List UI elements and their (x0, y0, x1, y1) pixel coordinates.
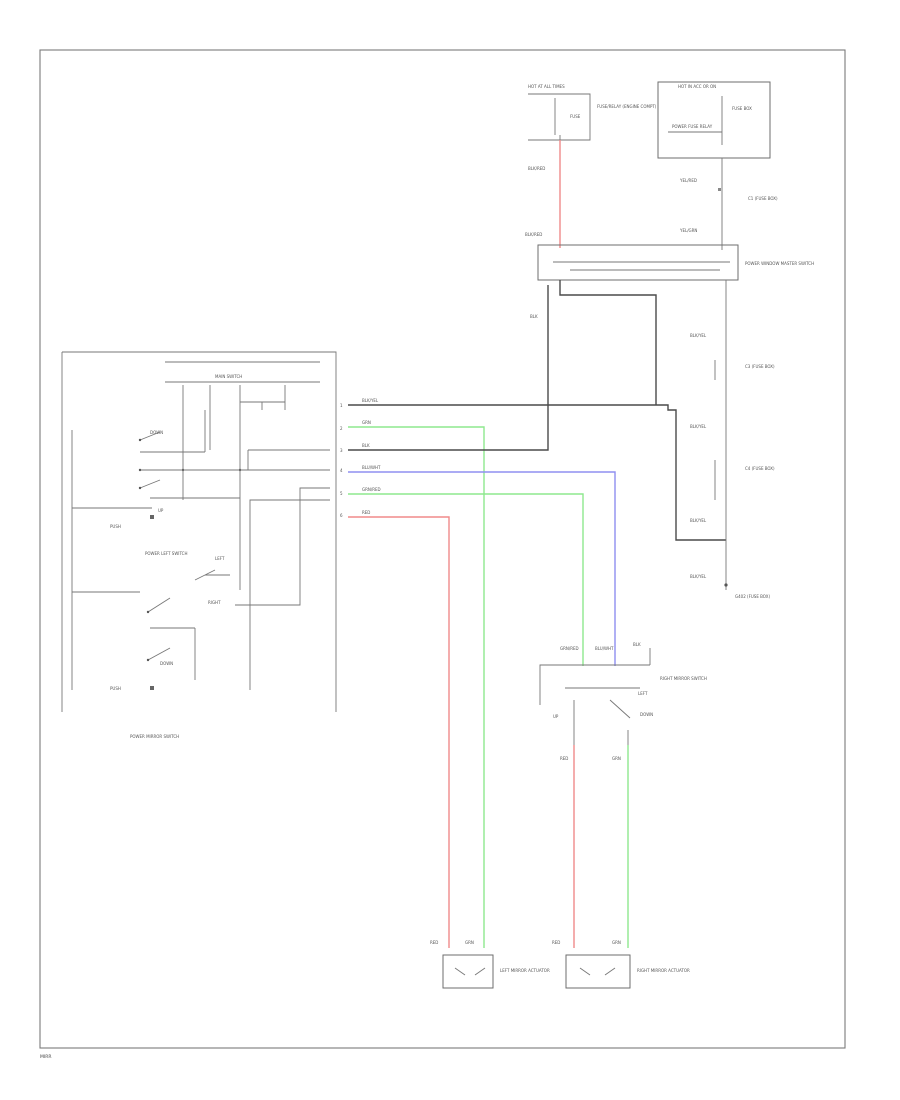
right-switch-pin-2: BLK (633, 642, 641, 647)
left-actuator-wire-a: RED (430, 940, 438, 945)
ground-label: G402 (FUSE BOX) (735, 594, 770, 599)
pin-6: 6 (340, 513, 343, 518)
wire-label-yel-red: YEL/RED (679, 178, 697, 183)
right-switch-out-left: RED (560, 756, 568, 761)
hot-in-acc-box: HOT IN ACC OR ON POWER FUSE RELAY FUSE B… (657, 81, 778, 250)
wire-label-blk-yel: BLK/YEL (362, 398, 379, 403)
label-push-1: PUSH (110, 524, 121, 529)
left-actuator-label: LEFT MIRROR ACTUATOR (500, 968, 550, 973)
wire-label-blu-wht: BLU/WHT (362, 465, 381, 470)
right-col-label-3: C4 (FUSE BOX) (745, 466, 775, 471)
right-actuator-wire-a: RED (552, 940, 560, 945)
right-actuator-wire-b: GRN (612, 940, 621, 945)
power-mirror-switch: MAIN SWITCH DOWN UP PUSH (61, 351, 343, 739)
note-fuse-box-c1: C1 (FUSE BOX) (748, 196, 778, 201)
left-mirror-actuator: RED GRN LEFT MIRROR ACTUATOR (430, 940, 550, 989)
wire-label-blk: BLK (362, 443, 370, 448)
hot-acc-title: HOT IN ACC OR ON (678, 84, 716, 89)
top-right-desc: FUSE BOX (732, 106, 752, 111)
hot-all-times-title: HOT AT ALL TIMES (528, 84, 565, 89)
right-mirror-switch: GRN/RED BLU/WHT BLK RIGHT MIRROR SWITCH … (539, 642, 707, 948)
right-col-label-5: BLK/YEL (690, 574, 707, 579)
wire-red (348, 516, 450, 948)
right-col-label-1: C3 (FUSE BOX) (745, 364, 775, 369)
wire-label-red: RED (362, 510, 370, 515)
label-up: UP (158, 508, 164, 513)
wire-blu-wht (348, 471, 616, 666)
junction-label: POWER WINDOW MASTER SWITCH (745, 261, 814, 266)
left-actuator-wire-b: GRN (465, 940, 474, 945)
right-column: BLK/YEL C3 (FUSE BOX) BLK/YEL C4 (FUSE B… (690, 280, 775, 599)
diagram-frame (39, 49, 846, 1049)
wire-blk (348, 285, 549, 451)
right-col-label-4: BLK/YEL (690, 518, 707, 523)
right-col-label-2: BLK/YEL (690, 424, 707, 429)
footer-code: MIRR (40, 1054, 51, 1060)
right-switch-out-right: GRN (612, 756, 621, 761)
label-down-2: DOWN (160, 661, 173, 666)
pin-5: 5 (340, 491, 343, 496)
power-mirror-switch-title: POWER MIRROR SWITCH (130, 734, 179, 739)
wire-label-grn-red: GRN/RED (362, 487, 381, 492)
pin-1: 1 (340, 403, 343, 408)
wire-label-grn: GRN (362, 420, 371, 425)
label-down-1: DOWN (150, 430, 163, 435)
junction-wire-top: BLK/RED (525, 232, 542, 237)
right-switch-left: LEFT (638, 691, 648, 696)
pin-3: 3 (340, 448, 343, 453)
right-switch-pin-1: BLU/WHT (595, 646, 614, 651)
junction-wire-out: BLK (530, 314, 538, 319)
wire-grn-red (348, 493, 584, 666)
pos-left: LEFT (215, 556, 225, 561)
right-switch-up: UP (553, 714, 559, 719)
fuse-label: FUSE (570, 114, 581, 119)
main-switch-header: MAIN SWITCH (215, 374, 242, 379)
right-switch-pin-0: GRN/RED (560, 646, 579, 651)
hot-at-all-times-box: HOT AT ALL TIMES FUSE FUSE/RELAY (ENGINE… (528, 84, 657, 248)
right-switch-label: RIGHT MIRROR SWITCH (660, 676, 707, 681)
right-switch-down: DOWN (640, 712, 653, 717)
right-col-label-0: BLK/YEL (690, 333, 707, 338)
fuse-desc: FUSE/RELAY (ENGINE COMPT) (597, 104, 657, 109)
junction-out-wire (559, 280, 657, 405)
pos-right: RIGHT (208, 600, 221, 605)
pin-4: 4 (340, 468, 343, 473)
wire-label-yel-grn: YEL/GRN (679, 228, 697, 233)
right-actuator-label: RIGHT MIRROR ACTUATOR (637, 968, 690, 973)
relay-label: POWER FUSE RELAY (672, 124, 713, 129)
wire-label-top-left: BLK/RED (528, 166, 545, 171)
right-mirror-actuator: RED GRN RIGHT MIRROR ACTUATOR (552, 940, 690, 989)
pin-2: 2 (340, 426, 343, 431)
wire-blk-yel (348, 404, 726, 541)
wire-grn (348, 426, 485, 948)
junction-block: BLK/RED POWER WINDOW MASTER SWITCH BLK (525, 232, 814, 405)
label-push-2: PUSH (110, 686, 121, 691)
selector-label: POWER LEFT SWITCH (145, 551, 187, 556)
